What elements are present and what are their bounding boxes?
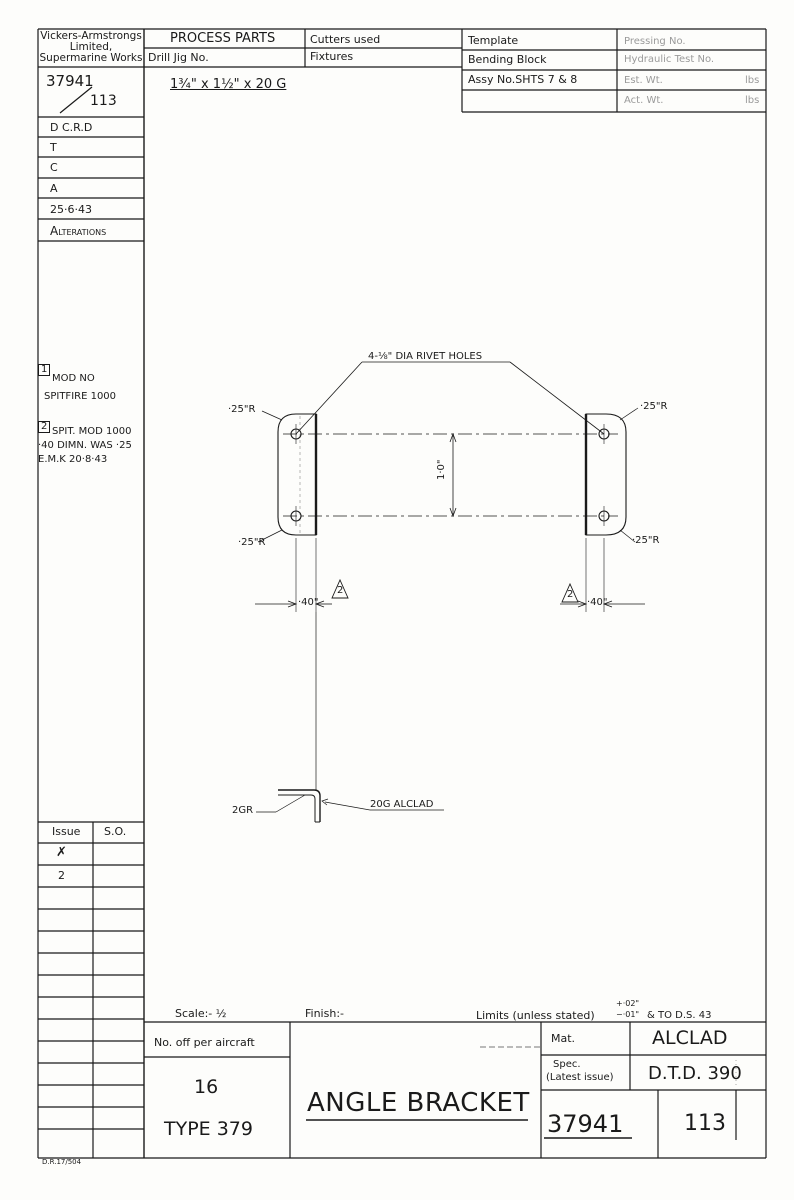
tolerance-reference: & TO D.S. 43 [647,1010,712,1021]
template-label: Template [468,34,519,47]
finish-label: Finish:- [305,1007,344,1020]
material-value: ALCLAD [652,1027,728,1049]
act-wt-unit: lbs [745,95,760,106]
scale-label: Scale:- ½ [175,1007,227,1020]
rivet-holes-note: 4-⅛" DIA RIVET HOLES [368,351,483,362]
height-dimension: 1·0" [436,459,447,480]
mod-2-number: 2 [38,421,51,433]
material-size: 1¾" x 1½" x 20 G [170,77,287,92]
mod-mark-right: 2 [567,589,574,600]
angle-bracket-drawing [255,361,645,823]
mod-1-line1: MOD NO [52,373,95,384]
alterations-label: Alterations [50,224,107,238]
sheet-number: 113 [684,1111,726,1136]
process-parts-label: PROCESS PARTS [170,31,276,46]
drawing-number-top: 37941 [46,72,94,90]
radius-top-right: ·25"R [640,401,668,412]
aircraft-type: TYPE 379 [164,1118,253,1140]
mod-2-line2: ·40 DIMN. WAS ·25 [38,440,132,451]
company-name: Vickers-Armstrongs Limited, Supermarine … [39,30,143,64]
issue-value-1: ✗ [56,845,67,860]
alteration-date: 25·6·43 [50,203,92,216]
hydraulic-test-label: Hydraulic Test No. [624,54,715,65]
width-dimension-left: ·40" [298,597,319,608]
tolerance-plus: +·02" [616,999,640,1008]
radius-bottom-left: ·25"R [238,537,266,548]
alteration-row-d: D C.R.D [50,121,93,134]
tolerance-minus: −·01" [616,1010,640,1019]
drill-jig-label: Drill Jig No. [148,51,209,64]
so-header: S.O. [104,825,127,838]
pressing-no-label: Pressing No. [624,36,686,47]
bend-radius-note: 2GR [232,805,254,816]
material-callout: 20G ALCLAD [370,799,434,810]
limits-label: Limits (unless stated) [476,1009,595,1022]
mod-mark-left: 2 [337,585,344,596]
radius-top-left: ·25"R [228,404,256,415]
form-number: D.R.17/504 [42,1158,82,1166]
assy-no-label: Assy No.SHTS 7 & 8 [468,73,578,86]
alteration-row-a: A [50,182,58,195]
sheet-number-top: 113 [90,93,117,109]
mod-2-line1: SPIT. MOD 1000 [52,426,132,437]
bending-block-label: Bending Block [468,53,547,66]
act-wt-label: Act. Wt. [624,95,664,106]
part-name-title: ANGLE BRACKET [307,1088,530,1118]
material-label: Mat. [551,1032,576,1045]
est-wt-label: Est. Wt. [624,75,663,86]
alteration-row-c: C [50,161,58,174]
width-dimension-right: ·40" [587,597,608,608]
cutters-used-label: Cutters used [310,33,381,46]
est-wt-unit: lbs [745,75,760,86]
spec-label-line2: (Latest issue) [546,1072,614,1083]
radius-bottom-right: ·25"R [632,535,660,546]
drawing-number: 37941 [547,1110,624,1138]
alteration-row-t: T [50,141,57,154]
issue-value-2: 2 [58,869,65,882]
fixtures-label: Fixtures [310,50,354,63]
issue-header: Issue [52,825,81,838]
specification-value: D.T.D. 390 [648,1063,742,1084]
mod-1-line2: SPITFIRE 1000 [44,391,117,402]
mod-1-number: 1 [38,364,51,376]
spec-label-line1: Spec. [553,1059,581,1070]
quantity-value: 16 [194,1076,219,1098]
mod-2-line3: E.M.K 20·8·43 [38,454,108,465]
no-off-label: No. off per aircraft [154,1036,255,1049]
